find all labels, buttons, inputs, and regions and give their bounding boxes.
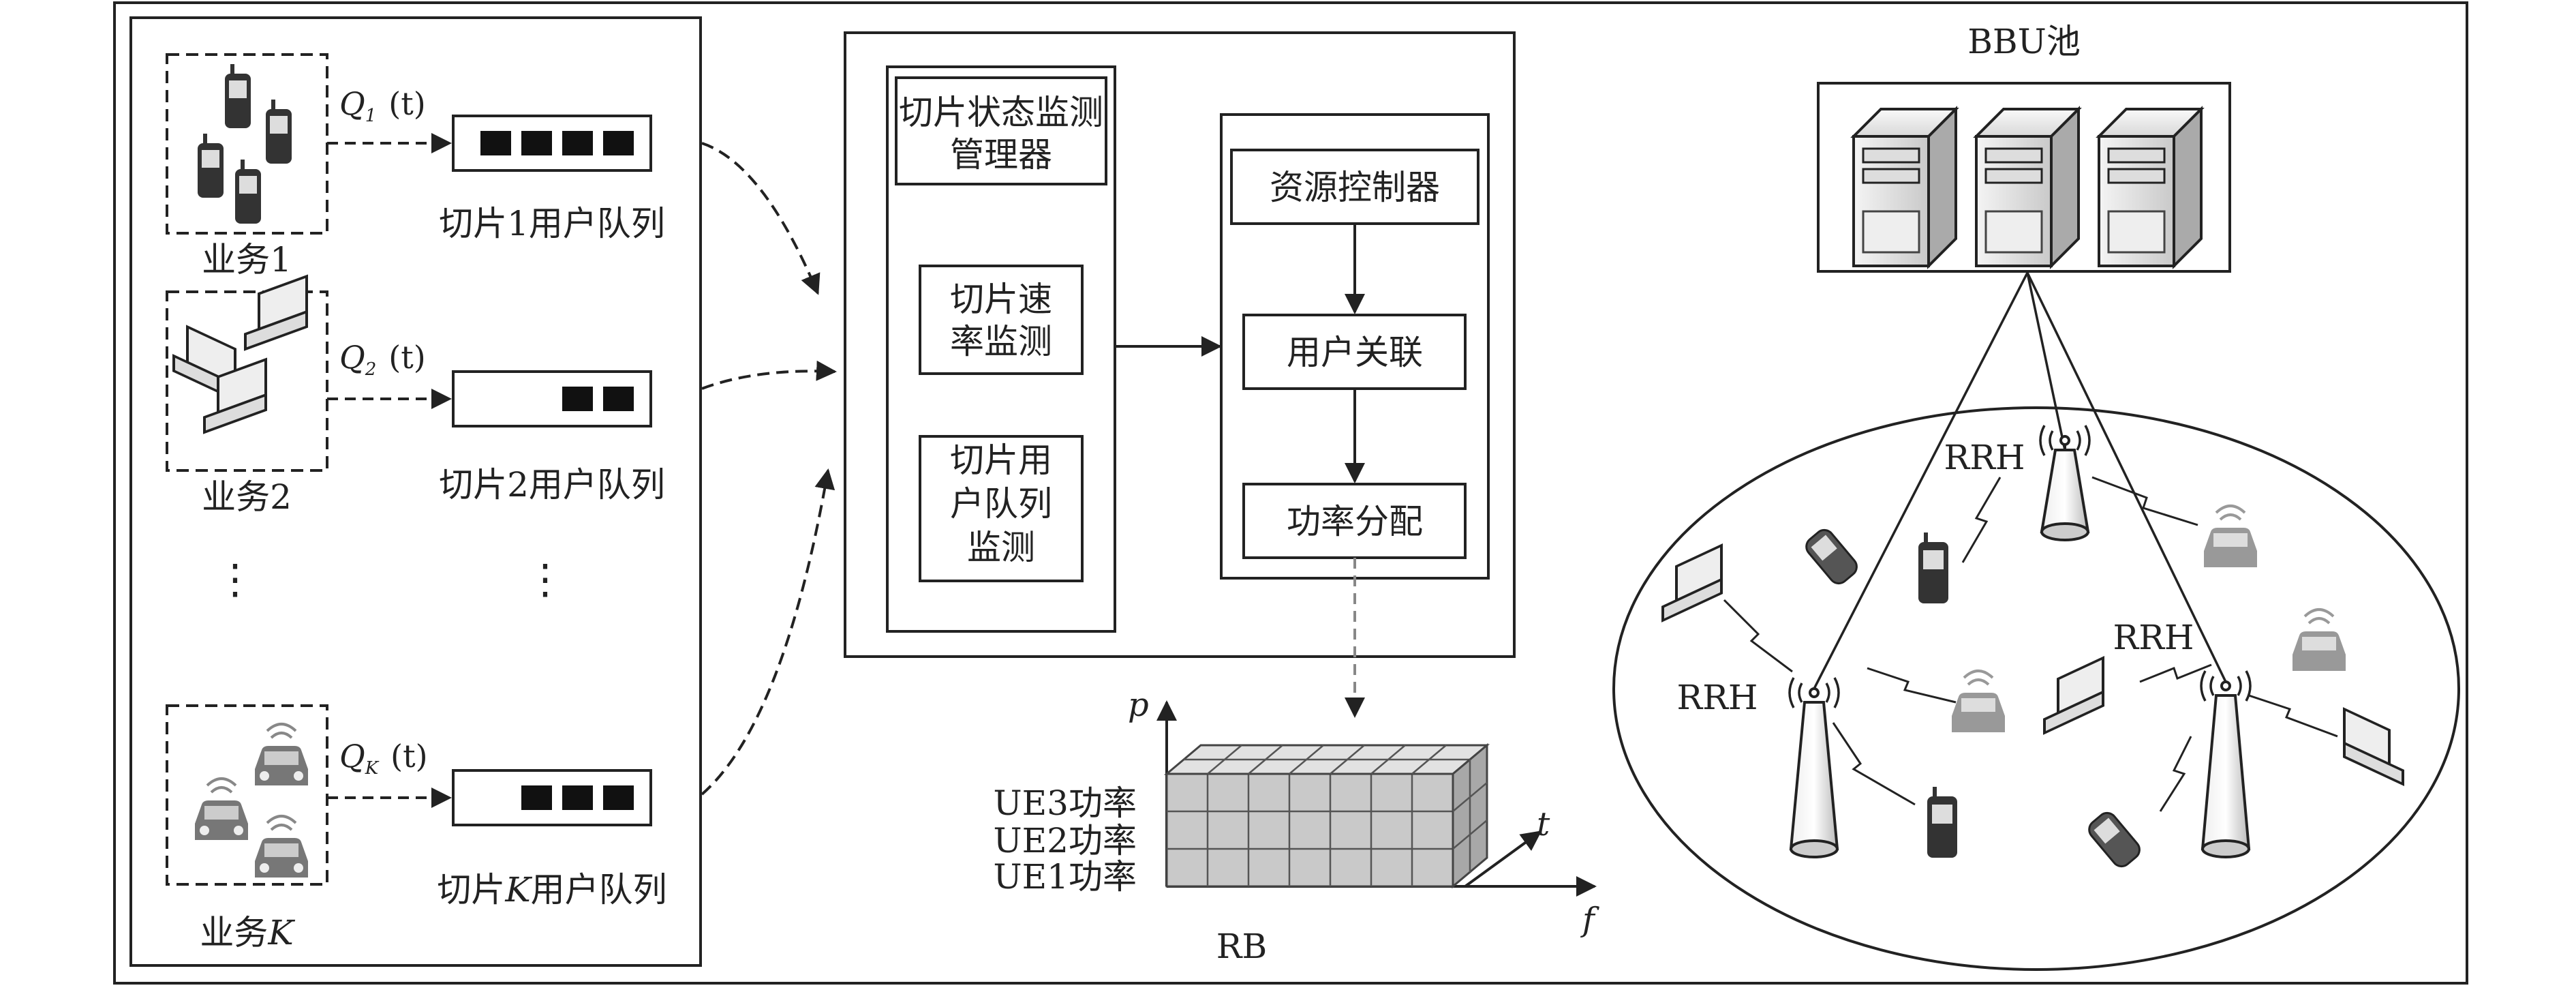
rb-front-face [1165,772,1454,888]
service-2: 业务2 Q2(t) 切片2用户队列 [166,274,665,517]
service-2-label: 业务2 [202,477,292,517]
service-k-box [166,704,328,886]
power-allocation-label: 功率分配 [1287,502,1423,541]
rrh-label-left: RRH [1677,678,1758,717]
queues-ellipsis: ⋮ [525,556,566,603]
laptop-icon [2043,655,2104,735]
service-1: 业务1 Q1(t) 切片1用户队列 [166,53,665,280]
service-1-label: 业务1 [202,240,292,280]
slice-1-queue-blocks [480,131,634,155]
outer-frame [113,1,2468,985]
queue-k-to-monitor-curve [701,468,835,796]
queue-symbol-2: Q2(t) [339,339,426,380]
rrh-label-top: RRH [1944,438,2025,477]
car-icon [195,723,308,877]
flip-phone-icon [1805,528,1858,585]
phone-icon [198,64,292,224]
slice-k-queue-label: 切片K用户队列 [437,870,666,910]
phone-icon [1918,532,1948,603]
flip-phone-icon [2088,811,2141,868]
ue1-power-label: UE1功率 [994,857,1137,897]
bbu-pool-box [1817,82,2231,273]
t-axis-label: t [1537,805,1550,843]
slice-k-queue-blocks [521,785,634,810]
ue3-power-label: UE3功率 [994,783,1137,823]
rb-grid: p t f UE3功率 UE2功率 UE1功率 RB [994,686,1599,966]
slice-2-queue-label: 切片2用户队列 [439,465,665,505]
service-k: 业务K QK(t) 切片K用户队列 [166,704,667,952]
coverage-area [1612,406,2460,971]
queue-1-to-monitor-curve [701,142,821,295]
queue-symbol-1: Q1(t) [339,85,426,126]
laptop-icon [2343,707,2404,787]
slice-1-queue-label: 切片1用户队列 [439,204,665,243]
car-icon [2204,505,2257,567]
queue-symbol-k: QK(t) [339,738,428,779]
rate-monitor-label: 切片速率监测 [950,280,1052,361]
ue-device-icons [1661,505,2404,868]
rrh-label-right: RRH [2113,618,2194,657]
slice-monitor-frame [886,65,1116,633]
phone-icon [1927,787,1957,858]
car-icon [1952,670,2005,732]
queue-2-to-monitor-curve [701,360,837,390]
laptop-icon [172,274,308,434]
monitor-manager-box [895,76,1107,185]
slice-2-queue-blocks [562,387,634,411]
monitor-manager-label: 切片状态监测管理器 [899,93,1103,175]
wireless-link-icon [1723,476,2338,812]
queue-monitor-box [919,435,1084,582]
laptop-icon [1661,543,1723,622]
rrh-tower-icon [1788,425,2252,858]
user-association-label: 用户关联 [1287,333,1423,372]
service-2-box [166,290,328,472]
resource-controller-label: 资源控制器 [1270,168,1440,207]
server-icon [1850,106,2205,269]
rb-caption: RB [1216,927,1267,966]
f-axis-label: f [1580,901,1599,939]
rb-cube [1163,742,1490,889]
p-axis-label: p [1128,686,1149,724]
queue-monitor-label: 切片用户队列监测 [950,440,1052,567]
rate-monitor-box [919,265,1084,375]
service-k-label: 业务K [200,913,295,952]
power-allocation-box [1242,483,1467,559]
t-axis [1464,830,1542,888]
car-icon [2293,608,2346,671]
controller-panel [844,31,1516,658]
services-panel [129,16,702,967]
fronthaul-links [1813,272,2227,689]
bbu-pool-title: BBU池 [1967,22,2081,61]
services-ellipsis: ⋮ [215,556,256,603]
ue2-power-label: UE2功率 [994,821,1137,860]
